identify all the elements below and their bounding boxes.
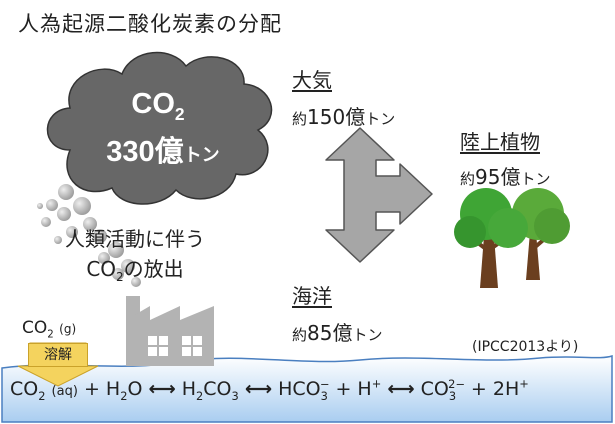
atmosphere-value: 約150億トン: [292, 105, 396, 129]
cloud-co2-label: CO2: [131, 88, 185, 124]
smoke-puffs: [37, 184, 141, 287]
factory-icon: [126, 296, 214, 366]
emission-label: 人類活動に伴う CO2の放出: [45, 224, 225, 284]
distribution-arrow: [325, 127, 433, 263]
co2-cloud: [46, 51, 273, 205]
ocean-surface: [1, 354, 613, 423]
source-citation: (IPCC2013より): [472, 339, 579, 355]
emission-line1: 人類活動に伴う: [65, 227, 205, 251]
cloud-amount-unit: トン: [183, 145, 220, 165]
co2-gas-label: CO2 (g): [22, 318, 77, 341]
land-block: 陸上植物 約95億トン: [460, 126, 550, 190]
dissolve-label: 溶解: [28, 343, 88, 367]
carbonate-equation: CO2 (aq) + H2O ⟷ H2CO3 ⟷ HCO3− + H+ ⟷ CO…: [10, 376, 529, 403]
ocean-value: 約85億トン: [292, 321, 383, 345]
page-title: 人為起源二酸化炭素の分配: [18, 12, 282, 36]
land-value: 約95億トン: [460, 165, 551, 189]
cloud-amount: 330億トン: [78, 128, 248, 170]
atmosphere-block: 大気 約150億トン: [292, 64, 395, 130]
ocean-block: 海洋 約85億トン: [292, 280, 382, 346]
atmosphere-label: 大気: [292, 68, 332, 92]
cloud-amount-number: 330億: [106, 136, 184, 168]
emission-line2: CO2の放出: [86, 257, 184, 284]
trees-icon: [454, 188, 570, 288]
ocean-label: 海洋: [292, 284, 332, 308]
land-label: 陸上植物: [460, 130, 540, 154]
